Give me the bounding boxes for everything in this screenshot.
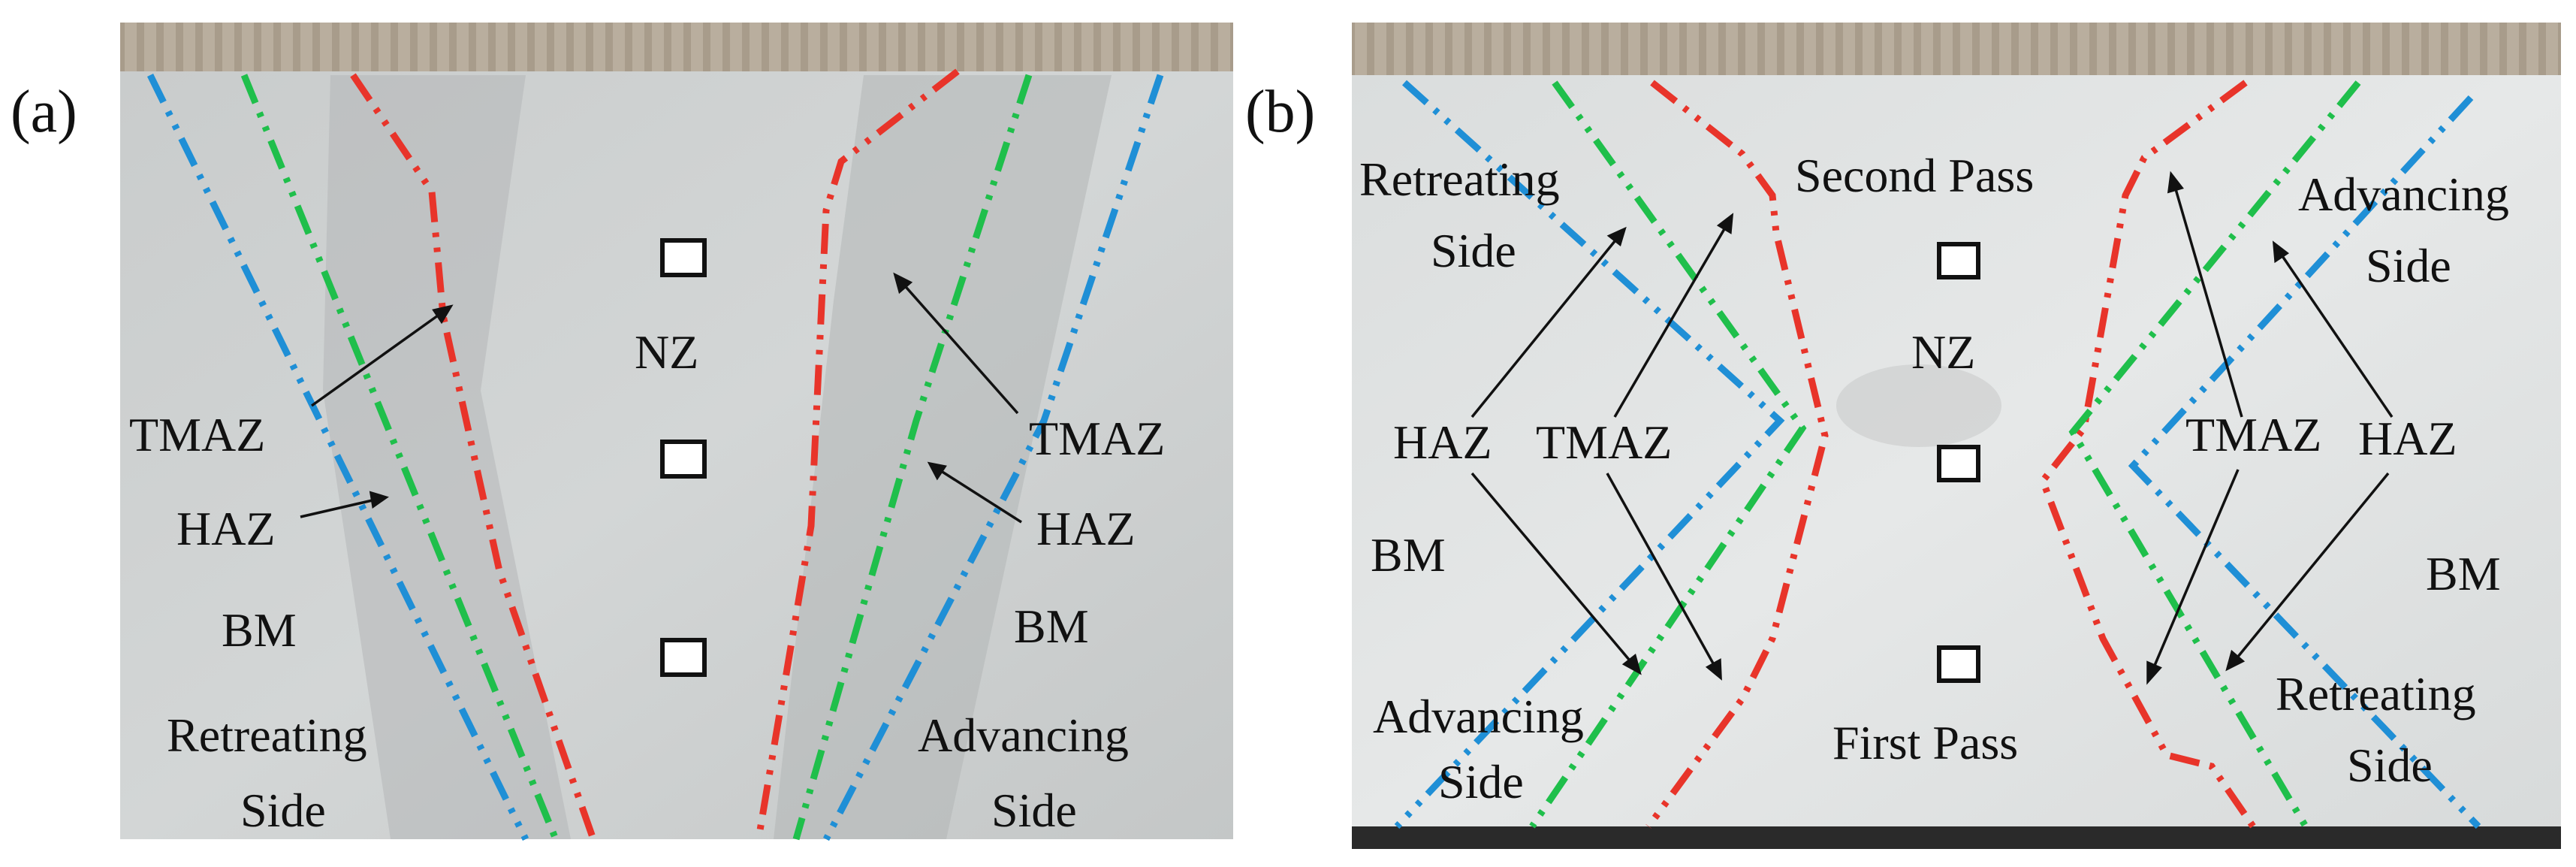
panel-a-haz-boundary-left [240, 74, 560, 841]
panel-b-haz-boundary-right [2068, 80, 2361, 829]
panel-b-label-tmaz-right: TMAZ [2185, 408, 2321, 461]
panel-a-arrow-tmaz-left [310, 310, 445, 407]
panel-a-label-advancing: Advancing [918, 708, 1129, 762]
panel-b-arrows [1470, 171, 2394, 685]
panel-b-label-advancing-top: Advancing [2298, 168, 2509, 221]
panel-b-indent-marker-1 [1937, 242, 1980, 279]
panel-a-fixture-strip [120, 23, 1233, 77]
panel-b-label-bm-right: BM [2426, 547, 2501, 600]
panel-a-left-etch-zone [323, 75, 571, 839]
panel-a-label-bm-right: BM [1014, 600, 1089, 653]
panel-b-arrow-haz-right-down [2233, 472, 2390, 663]
panel-b-arrow-haz-right-up [2278, 251, 2394, 418]
panel-b-indent-marker-3 [1937, 645, 1980, 683]
panel-b-bm-boundary-right [2128, 95, 2481, 829]
panel-b-label-side-bottom-right: Side [2347, 739, 2433, 792]
panel-a-right-etch-zone [774, 75, 1112, 839]
panel-b-label-haz-left: HAZ [1393, 415, 1492, 469]
panel-b-label-haz-right: HAZ [2358, 412, 2457, 465]
panel-b-label-side-top-left: Side [1431, 224, 1516, 277]
panel-b-haz-boundary-left [1529, 80, 1807, 829]
panel-a-label-bm-left: BM [222, 603, 297, 657]
panel-a-indent-marker-2 [660, 440, 707, 479]
panel-a-label-retreating: Retreating [167, 708, 367, 762]
panel-b-label-retreating-bottom: Retreating [2276, 667, 2476, 720]
panel-a-label-haz-left: HAZ [176, 502, 276, 555]
panel-b: (b) Retreating Side Second Pass Advancin… [1245, 23, 2561, 849]
panel-a-bm-boundary-right [823, 74, 1164, 841]
panel-b-label-advancing-bottom: Advancing [1373, 690, 1584, 743]
panel-b-label-second-pass: Second Pass [1795, 149, 2034, 202]
panel-b-tag: (b) [1245, 79, 1315, 145]
panel-a-label-tmaz-right: TMAZ [1029, 412, 1165, 465]
panel-b-label-first-pass: First Pass [1832, 716, 2018, 769]
panel-b-center-shade [1836, 364, 2001, 447]
panel-a-label-nz: NZ [635, 325, 698, 379]
panel-b-arrow-tmaz-left-down [1606, 473, 1718, 669]
panel-a-label-haz-right: HAZ [1036, 502, 1136, 555]
panel-a-arrow-haz-right [938, 468, 1022, 524]
panel-a-haz-boundary-right [792, 74, 1033, 841]
panel-b-arrow-haz-left-up [1470, 235, 1620, 418]
panel-b-arrow-tmaz-right-up [2173, 183, 2243, 418]
panel-b-base-plate [1352, 826, 2561, 849]
panel-b-fixture-strip [1352, 23, 2561, 83]
panel-b-label-side-bottom-left: Side [1438, 755, 1524, 808]
panel-b-label-nz: NZ [1911, 325, 1975, 379]
panel-a-arrow-tmaz-right [900, 280, 1019, 415]
panel-a-indent-marker-3 [660, 638, 707, 677]
panel-b-tmaz-boundary-right [2038, 80, 2256, 829]
panel-b-arrow-tmaz-left-up [1613, 223, 1729, 418]
panel-b-tmaz-boundary-left [1645, 80, 1829, 829]
panel-a-indent-marker-1 [660, 238, 707, 277]
panel-a-label-side-left: Side [240, 784, 326, 837]
panel-a-bm-boundary-left [146, 74, 529, 841]
panel-a-tmaz-boundary-right [755, 68, 960, 840]
panel-a-tmaz-boundary-left [350, 73, 597, 841]
panel-b-arrow-haz-left-down [1470, 472, 1635, 666]
panel-b-label-retreating-top: Retreating [1359, 153, 1560, 206]
panel-b-arrow-tmaz-right-down [2150, 469, 2240, 673]
panel-b-indent-marker-2 [1937, 445, 1980, 482]
panel-a-label-tmaz-left: TMAZ [129, 408, 265, 461]
panel-b-label-side-top-right: Side [2366, 239, 2451, 292]
panel-b-label-tmaz-left: TMAZ [1536, 415, 1672, 469]
panel-a-tag: (a) [11, 79, 77, 145]
panel-a-arrows [300, 272, 1022, 524]
panel-b-label-bm-left: BM [1371, 528, 1446, 582]
panel-a: (a) NZ TMAZ HAZ BM Retreating Side TMAZ … [11, 23, 1233, 841]
panel-a-arrow-haz-left [300, 498, 376, 518]
panel-a-label-side-right: Side [991, 784, 1077, 837]
panel-b-bm-boundary-left [1394, 80, 1785, 829]
